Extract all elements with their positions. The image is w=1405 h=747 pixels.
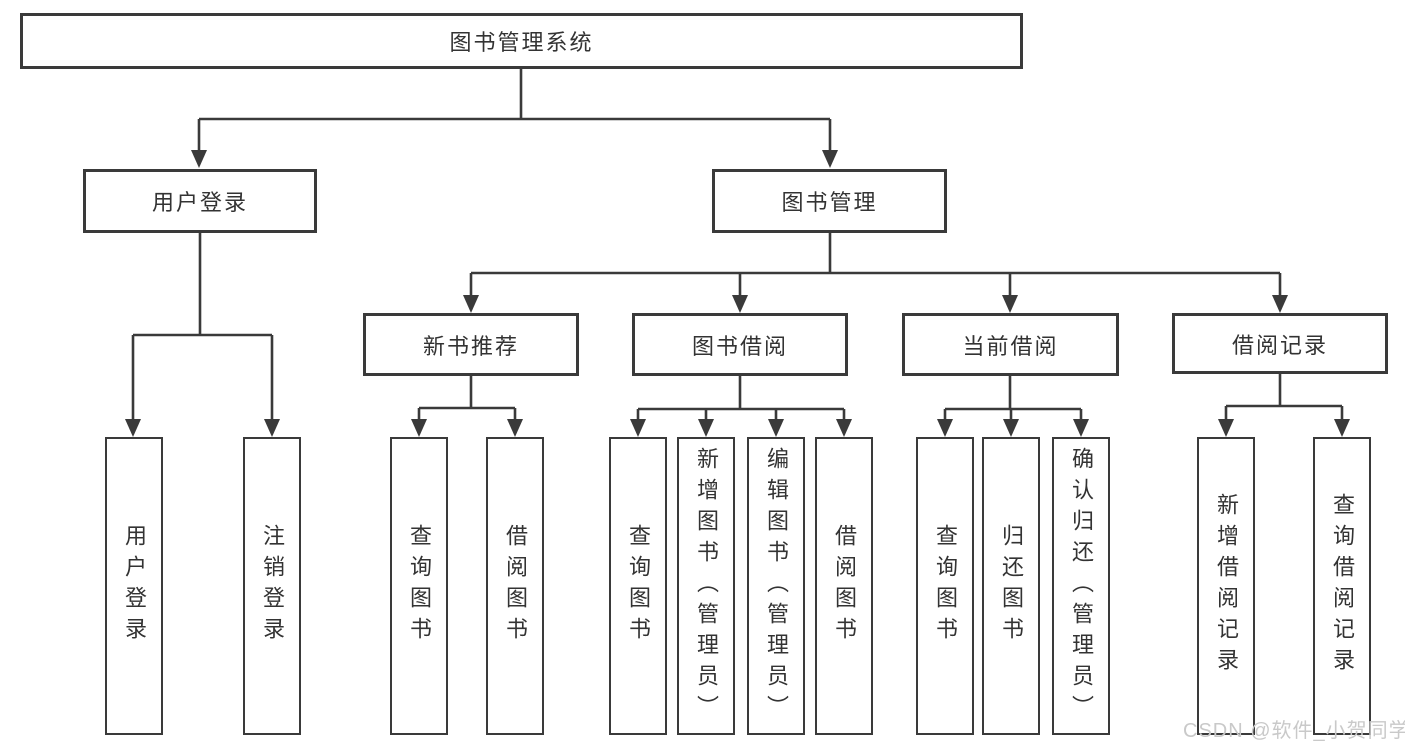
node-borrow-records-label: 借阅记录 [1231,332,1328,358]
leaf-borrow-books-recommend-label: 借阅图书 [503,524,528,648]
leaf-borrow-books-label: 借阅图书 [832,524,857,648]
leaf-confirm-return-admin: 确认归还（管理员） [1052,437,1110,735]
leaf-user-login-label: 用户登录 [122,524,147,648]
leaf-query-borrow-record: 查询借阅记录 [1313,437,1371,735]
node-book-management: 图书管理 [712,169,947,233]
leaf-edit-books-admin-label: 编辑图书（管理员） [764,446,789,726]
leaf-query-books-borrow: 查询图书 [609,437,667,735]
node-user-login: 用户登录 [83,169,317,233]
leaf-return-books: 归还图书 [982,437,1040,735]
leaf-add-borrow-record: 新增借阅记录 [1197,437,1255,735]
node-library-system: 图书管理系统 [20,13,1023,69]
node-current-borrow: 当前借阅 [902,313,1119,376]
leaf-confirm-return-admin-label: 确认归还（管理员） [1069,446,1094,726]
leaf-logout-label: 注销登录 [260,524,285,648]
node-library-system-label: 图书管理系统 [449,30,594,55]
node-new-book-recommend: 新书推荐 [363,313,579,376]
leaf-query-books-recommend-label: 查询图书 [407,524,432,648]
node-book-borrow-label: 图书借阅 [691,333,788,359]
leaf-return-books-label: 归还图书 [999,524,1024,648]
leaf-logout: 注销登录 [243,437,301,735]
leaf-edit-books-admin: 编辑图书（管理员） [747,437,805,735]
leaf-query-books-recommend: 查询图书 [390,437,448,735]
node-borrow-records: 借阅记录 [1172,313,1388,374]
leaf-query-books-borrow-label: 查询图书 [626,524,651,648]
leaf-query-borrow-record-label: 查询借阅记录 [1330,493,1355,679]
node-book-borrow: 图书借阅 [632,313,848,376]
node-user-login-label: 用户登录 [151,190,248,215]
leaf-borrow-books: 借阅图书 [815,437,873,735]
leaf-add-books-admin-label: 新增图书（管理员） [694,446,719,726]
leaf-add-borrow-record-label: 新增借阅记录 [1214,493,1239,679]
leaf-query-books-current-label: 查询图书 [933,524,958,648]
arrowheads [125,150,1350,437]
node-book-management-label: 图书管理 [781,190,878,215]
watermark: CSDN @软件_小贺同学 [1183,720,1405,742]
leaf-user-login: 用户登录 [105,437,163,735]
node-new-book-recommend-label: 新书推荐 [422,333,519,359]
leaf-add-books-admin: 新增图书（管理员） [677,437,735,735]
leaf-query-books-current: 查询图书 [916,437,974,735]
node-current-borrow-label: 当前借阅 [962,333,1059,359]
leaf-borrow-books-recommend: 借阅图书 [486,437,544,735]
